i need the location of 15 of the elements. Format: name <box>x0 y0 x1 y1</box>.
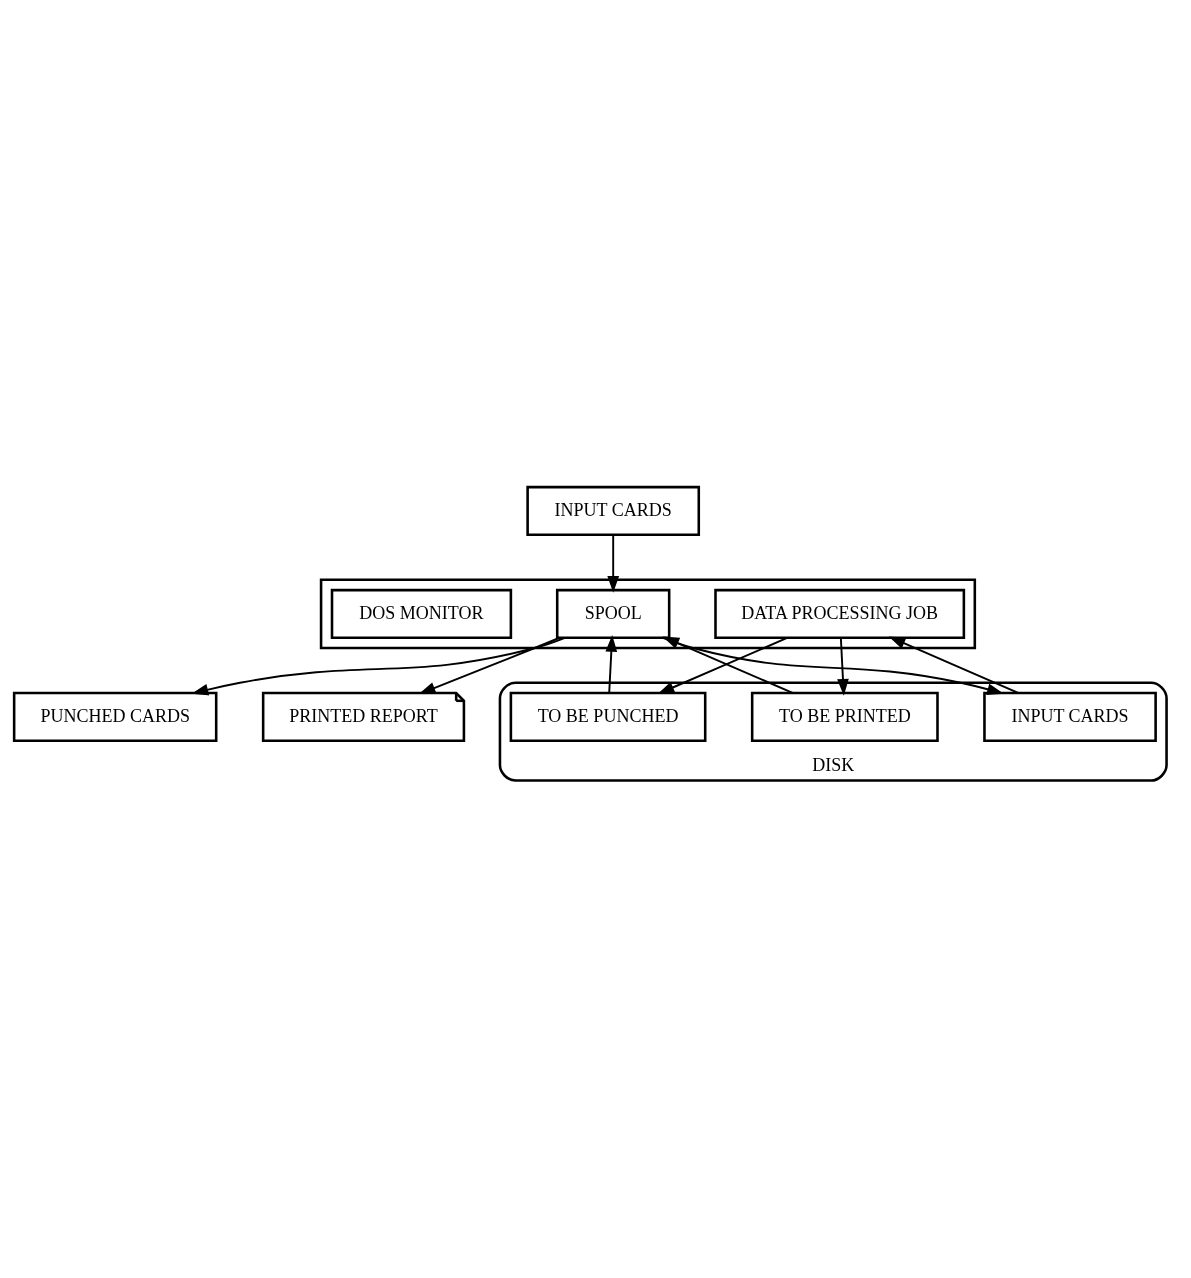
arrow <box>837 637 849 696</box>
arrow <box>418 636 561 695</box>
arrow <box>607 534 620 593</box>
node-box: SPOOL <box>555 588 671 639</box>
node-box: INPUT CARDS <box>526 485 701 537</box>
arrow <box>888 636 1020 694</box>
node-box: DATA PROCESSING JOB <box>714 588 966 639</box>
node-box: TO BE PRINTED <box>750 691 939 742</box>
node-box: DOS MONITOR <box>330 588 513 639</box>
arrow <box>191 636 566 696</box>
node-box: PUNCHED CARDS <box>12 691 218 742</box>
node-box: TO BE PUNCHED <box>509 691 707 742</box>
arrow <box>605 635 618 694</box>
arrow <box>661 636 1004 695</box>
node-box: INPUT CARDS <box>983 691 1157 742</box>
